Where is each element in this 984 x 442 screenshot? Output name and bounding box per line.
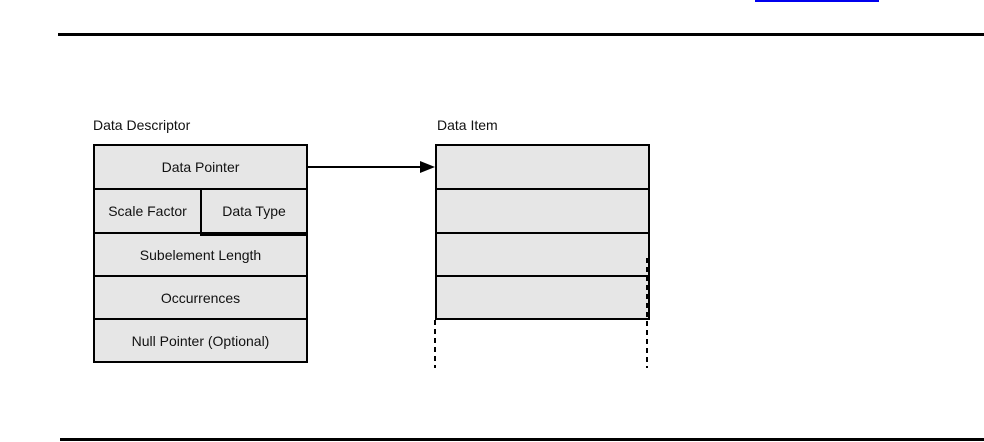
cell-scale-factor: Scale Factor — [95, 190, 200, 232]
truncated-link-underline[interactable] — [755, 0, 879, 2]
data-pointer-arrow-line — [308, 166, 421, 168]
data-item-row — [437, 277, 648, 318]
cell-divider-line — [200, 190, 202, 232]
top-horizontal-rule — [58, 33, 984, 36]
data-item-row — [437, 146, 648, 190]
cell-subelement-length: Subelement Length — [95, 234, 306, 277]
data-item-label: Data Item — [437, 117, 498, 133]
data-pointer-arrow-head-icon — [420, 161, 435, 173]
data-type-cell-step-line — [200, 234, 308, 236]
cell-occurrences: Occurrences — [95, 277, 306, 320]
cell-null-pointer: Null Pointer (Optional) — [95, 320, 306, 361]
continuation-dashed-line-left — [434, 320, 436, 368]
data-item-row — [437, 234, 648, 277]
data-item-box — [435, 144, 650, 320]
data-descriptor-label: Data Descriptor — [93, 117, 191, 133]
cell-data-pointer: Data Pointer — [95, 146, 306, 190]
data-item-row — [437, 190, 648, 234]
bottom-horizontal-rule — [60, 438, 984, 441]
continuation-dashed-line-right — [646, 258, 648, 368]
data-descriptor-box: Data Pointer Scale Factor Data Type Sube… — [93, 144, 308, 363]
row-scale-factor-data-type: Scale Factor Data Type — [95, 190, 306, 234]
cell-data-type: Data Type — [202, 190, 306, 232]
